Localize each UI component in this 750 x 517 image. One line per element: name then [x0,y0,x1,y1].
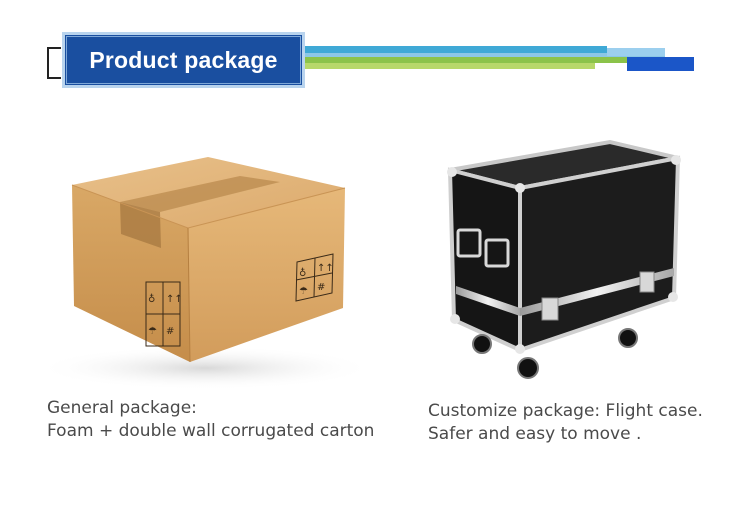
decorative-stripe [607,48,665,56]
decorative-stripe [627,57,694,71]
caption-line: General package: [47,398,197,418]
decorative-stripe [305,57,627,63]
general-package-caption: General package: Foam + double wall corr… [47,397,374,443]
svg-text:#: # [166,326,174,337]
svg-text:#: # [317,282,325,293]
svg-text:↑↑: ↑↑ [166,294,183,305]
caption-line: Customize package: Flight case. [428,401,703,421]
svg-text:♁: ♁ [299,267,306,279]
caption-line: Safer and easy to move . [428,424,642,444]
svg-text:☂: ☂ [299,286,308,297]
page-title: Product package [89,46,278,73]
cardboard-box-image: ♁ ↑↑ ☂ # ♁ ↑↑ ☂ # [35,130,375,390]
header-banner: Product package [0,0,750,100]
title-box: Product package [62,32,305,88]
flight-case-caption: Customize package: Flight case. Safer an… [428,400,703,446]
decorative-stripe [305,46,607,53]
decorative-bracket [47,47,61,79]
decorative-stripe [305,53,665,57]
flight-case-image [420,130,700,390]
decorative-stripe [305,63,595,69]
svg-text:☂: ☂ [148,326,157,337]
caption-line: Foam + double wall corrugated carton [47,421,375,441]
svg-text:♁: ♁ [148,293,155,305]
svg-text:↑↑: ↑↑ [317,263,334,274]
